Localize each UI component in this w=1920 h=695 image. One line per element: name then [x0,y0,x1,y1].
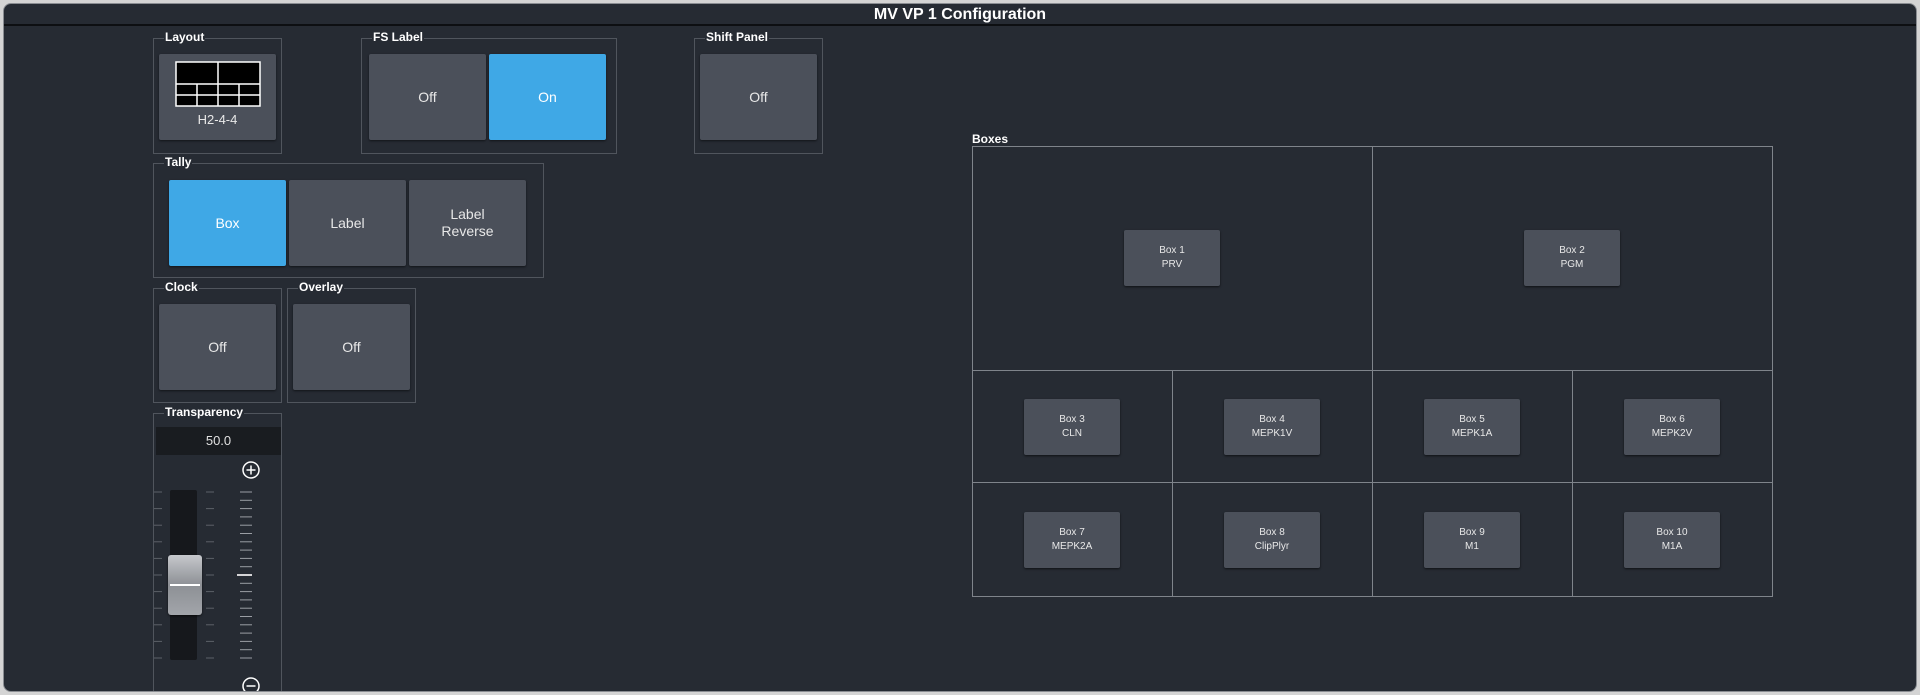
box-source: PGM [1560,259,1584,270]
layout-button[interactable]: H2-4-4 [159,54,276,140]
layout-group: Layout H2-4-4 [153,30,282,154]
box-cell-10 [1572,482,1773,597]
box-source: MEPK1A [1451,428,1493,439]
box-10-button[interactable]: Box 10 M1A [1624,512,1720,568]
box-name: Box 3 [1059,414,1085,425]
box-name: Box 4 [1259,414,1285,425]
box-source: CLN [1061,428,1082,439]
box-name: Box 7 [1059,527,1085,538]
shift-panel-group: Shift Panel Off [694,30,823,154]
window-title: MV VP 1 Configuration [4,4,1916,26]
box-source: MEPK1V [1251,428,1293,439]
tally-label-reverse-line1: Label [450,206,485,222]
multiviewer-layout-icon [175,61,261,107]
clock-button[interactable]: Off [159,304,276,390]
slider-thumb-indicator [170,584,200,586]
boxes-layout: Box 1 PRV Box 2 PGM Box 3 CLN Box 4 MEPK… [972,146,1773,597]
minus-icon[interactable] [241,676,261,692]
box-name: Box 9 [1459,527,1485,538]
plus-icon[interactable] [241,460,261,480]
layout-group-label: Layout [164,30,206,44]
box-1-button[interactable]: Box 1 PRV [1124,230,1220,286]
box-6-button[interactable]: Box 6 MEPK2V [1624,399,1720,455]
tally-label-reverse-button[interactable]: Label Reverse [409,180,526,266]
tally-box-button[interactable]: Box [169,180,286,266]
shift-panel-group-label: Shift Panel [705,30,770,44]
box-3-button[interactable]: Box 3 CLN [1024,399,1120,455]
box-source: ClipPlyr [1254,541,1290,552]
box-name: Box 10 [1656,527,1688,538]
box-name: Box 8 [1259,527,1285,538]
tally-label-reverse-line2: Reverse [441,223,494,239]
transparency-slider-thumb[interactable] [168,555,202,615]
fs-label-group-label: FS Label [372,30,425,44]
fs-label-group: FS Label Off On [361,30,617,154]
box-4-button[interactable]: Box 4 MEPK1V [1224,399,1320,455]
box-name: Box 5 [1459,414,1485,425]
layout-button-label: H2-4-4 [197,112,238,127]
config-window: MV VP 1 Configuration Layout H2-4-4 FS L… [3,3,1917,692]
box-8-button[interactable]: Box 8 ClipPlyr [1224,512,1320,568]
slider-scale-right [237,491,252,659]
box-source: M1A [1661,541,1683,552]
box-source: PRV [1161,259,1183,270]
overlay-group-label: Overlay [298,280,345,294]
box-7-button[interactable]: Box 7 MEPK2A [1024,512,1120,568]
fs-label-off-button[interactable]: Off [369,54,486,140]
box-source: M1 [1465,541,1479,552]
box-source: MEPK2V [1651,428,1693,439]
box-9-button[interactable]: Box 9 M1 [1424,512,1520,568]
box-name: Box 2 [1559,245,1585,256]
overlay-group: Overlay Off [287,280,416,403]
tally-label-button[interactable]: Label [289,180,406,266]
box-name: Box 1 [1159,245,1185,256]
box-2-button[interactable]: Box 2 PGM [1524,230,1620,286]
box-name: Box 6 [1659,414,1685,425]
clock-group: Clock Off [153,280,282,403]
overlay-button[interactable]: Off [293,304,410,390]
transparency-value: 50.0 [156,427,281,455]
fs-label-on-button[interactable]: On [489,54,606,140]
tally-group: Tally Box Label Label Reverse [153,155,544,278]
box-5-button[interactable]: Box 5 MEPK1A [1424,399,1520,455]
slider-scale-left [154,491,214,659]
box-source: MEPK2A [1051,541,1093,552]
boxes-label: Boxes [972,132,1009,146]
tally-group-label: Tally [164,155,193,169]
clock-group-label: Clock [164,280,199,294]
transparency-group-label: Transparency [164,405,245,419]
shift-panel-button[interactable]: Off [700,54,817,140]
transparency-group: Transparency 50.0 [153,405,282,692]
